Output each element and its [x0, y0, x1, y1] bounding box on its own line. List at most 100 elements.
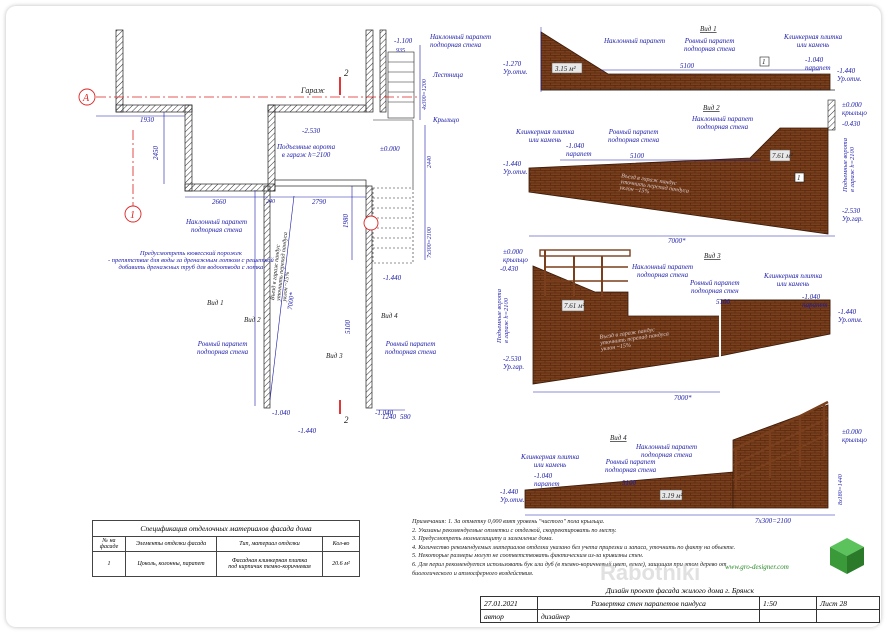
- stamp-empty: [816, 609, 880, 623]
- view2-title: Вид 2: [703, 104, 720, 112]
- view4-dim: 5100: [622, 479, 637, 487]
- stamp-author: автор: [480, 609, 538, 623]
- dim-2660: 2660: [212, 198, 227, 206]
- plan-vid3: Вид 3: [326, 352, 343, 360]
- note-line: 4. Количество рекомендуемых материалов о…: [412, 543, 736, 551]
- stamp-date: 27.01.2021: [480, 596, 538, 610]
- stamp-scale: 1:50: [759, 596, 817, 610]
- plan-drain-label: Предусмотреть кювесский порожек - препят…: [108, 250, 274, 271]
- view2-lvl-bot: -2.530 Ур.гар.: [842, 207, 864, 223]
- dim-580: 580: [400, 413, 411, 421]
- spec-header-qty: Кол-во: [322, 536, 360, 552]
- view4-clinker-label: Клинкерная плитка или камень: [521, 453, 580, 469]
- plan-dim-lines: [96, 45, 426, 411]
- view3-area: 7.61 м²: [564, 302, 585, 310]
- lvl-m2530: -2.530: [302, 127, 321, 135]
- view3-elevation: [532, 249, 831, 393]
- view2-clinker-label: Клинкерная плитка или камень: [516, 128, 575, 144]
- view1-lvl-right: -1.440 Ур.отм.: [837, 67, 862, 83]
- view1-elevation: [540, 27, 835, 92]
- lvl-m1040-1: -1.040: [272, 409, 291, 417]
- stamp-sheet: Лист 28: [816, 596, 880, 610]
- view4-elevation: [524, 400, 835, 516]
- plan-axes: [78, 77, 420, 414]
- spec-header-type: Тип, материал отделки: [216, 536, 323, 552]
- plan-flat-label-right: Ровный парапет подпорная стена: [385, 340, 437, 356]
- dim-2790: 2790: [312, 198, 327, 206]
- note-line: Примечания: 1. За отметку 0,000 взят уро…: [412, 518, 605, 525]
- lvl-m1440-2: -1.440: [298, 427, 317, 435]
- lvl-0000: ±0.000: [380, 145, 400, 153]
- view2-lvl-top: ±0.000 крыльцо: [842, 101, 867, 117]
- view2-flat-label: Ровный парапет подпорная стена: [608, 128, 660, 144]
- garage-label: Гараж: [300, 86, 325, 95]
- view3-lvl-right: -1.440 Ур.отм.: [838, 308, 863, 324]
- plan-vid1: Вид 1: [207, 299, 224, 307]
- view2-lvl-left: -1.440 Ур.отм.: [503, 160, 528, 176]
- stamp-empty: [759, 609, 817, 623]
- view2-mark: 1: [797, 174, 801, 182]
- view2-gates: Подъемные ворота в гараж h=2100: [842, 138, 856, 192]
- view4-dim-vert: 8x180=1440: [837, 474, 844, 505]
- plan-porch-label: Крыльцо: [432, 116, 460, 124]
- spec-row: 1 Цоколь, колонны, парапет Фасадная клин…: [92, 551, 360, 577]
- view2-incline-label: Наклонный парапет подпорная стена: [692, 115, 754, 131]
- lvl-m1440-1: -1.440: [383, 274, 402, 282]
- view2-elevation: [528, 99, 836, 237]
- view3-dim: 5100: [716, 298, 731, 306]
- note-line: 2. Указаны рекомендуемые отметки с отдел…: [412, 526, 617, 534]
- view1-mark: 1: [762, 58, 766, 66]
- view4-incline-label: Наклонный парапет подпорная стена: [636, 443, 698, 459]
- plan-stairs: [372, 51, 415, 264]
- dim-5100: 5100: [344, 320, 352, 335]
- view4-flat-label: Ровный парапет подпорная стена: [605, 458, 657, 474]
- dim-7x300: 7x300=2100: [427, 227, 433, 258]
- plan-vid4: Вид 4: [381, 312, 398, 320]
- dim-4x300: 4x300=1200: [421, 79, 428, 110]
- view3-lvl-parapet: -1.040 парапет: [802, 293, 828, 309]
- site-url[interactable]: www.gro-designer.com: [725, 563, 789, 571]
- plan-stairs-label: Лестница: [432, 71, 463, 79]
- axis-1-label: 1: [130, 210, 135, 221]
- plan-walls: [115, 29, 387, 409]
- section-2-bottom: 2: [344, 415, 349, 425]
- view4-lvl-parapet: -1.040 парапет: [534, 472, 560, 488]
- view3-gates: Подъемные ворота в гараж h=2100: [496, 289, 510, 343]
- spec-cell-elements: Цоколь, колонны, парапет: [124, 551, 218, 577]
- dim-1240: 1240: [382, 413, 397, 421]
- view3-incline-label: Наклонный парапет подпорная стена: [632, 263, 694, 279]
- view1-flat-label: Ровный парапет подпорная стена: [684, 37, 736, 53]
- view1-lvl-parapet: -1.040 парапет: [805, 56, 831, 72]
- view2-dim: 5100: [630, 152, 645, 160]
- view3-title: Вид 3: [704, 252, 721, 260]
- view1-clinker-label: Клинкерная плитка или камень: [784, 33, 843, 49]
- dim-240: 240: [266, 198, 275, 205]
- view4-dim-stairs: 7x300=2100: [755, 517, 791, 525]
- view2-lvl-parapet: -1.040 парапет: [566, 142, 592, 158]
- lvl-m1100: -1.100: [394, 37, 413, 45]
- view1-dim: 5100: [680, 62, 695, 70]
- note-line: 3. Предусмотреть молниезащиту и заземлен…: [412, 535, 554, 543]
- dim-1930: 1930: [140, 116, 155, 124]
- view2-lvl-mid: -0.430: [842, 120, 861, 128]
- title-block: Дизайн проект фасада жилого дома г. Брян…: [480, 584, 880, 624]
- watermark: Rabotniki: [600, 560, 701, 585]
- dim-2450: 2450: [152, 146, 160, 161]
- view1-lvl-left: -1.270 Ур.отм.: [503, 60, 528, 76]
- view1-area: 3.15 м²: [554, 65, 576, 73]
- lvl-m1040-2: -1.040: [375, 409, 394, 417]
- spec-cell-type: Фасадная клинкерная плитка под кирпичик …: [216, 551, 323, 577]
- view3-lvl-bot: -2.530 Ур.гар.: [503, 355, 525, 371]
- plan-vid2: Вид 2: [244, 316, 261, 324]
- notes-block: Примечания: 1. За отметку 0,000 взят уро…: [412, 518, 832, 578]
- dim-1980: 1980: [342, 214, 350, 229]
- view3-lvl-top: ±0.000 крыльцо: [503, 248, 528, 264]
- section-2-top: 2: [344, 68, 349, 78]
- view4-area: 3.19 м²: [661, 492, 683, 500]
- view3-clinker-label: Клинкерная плитка или камень: [764, 272, 823, 288]
- axis-a-left: А: [82, 93, 90, 104]
- plan-incline-label-right: Наклонный парапет подпорная стена: [430, 33, 492, 49]
- view2-dim-total: 7000*: [668, 237, 686, 245]
- view4-lvl-right: ±0.000 крыльцо: [842, 428, 867, 444]
